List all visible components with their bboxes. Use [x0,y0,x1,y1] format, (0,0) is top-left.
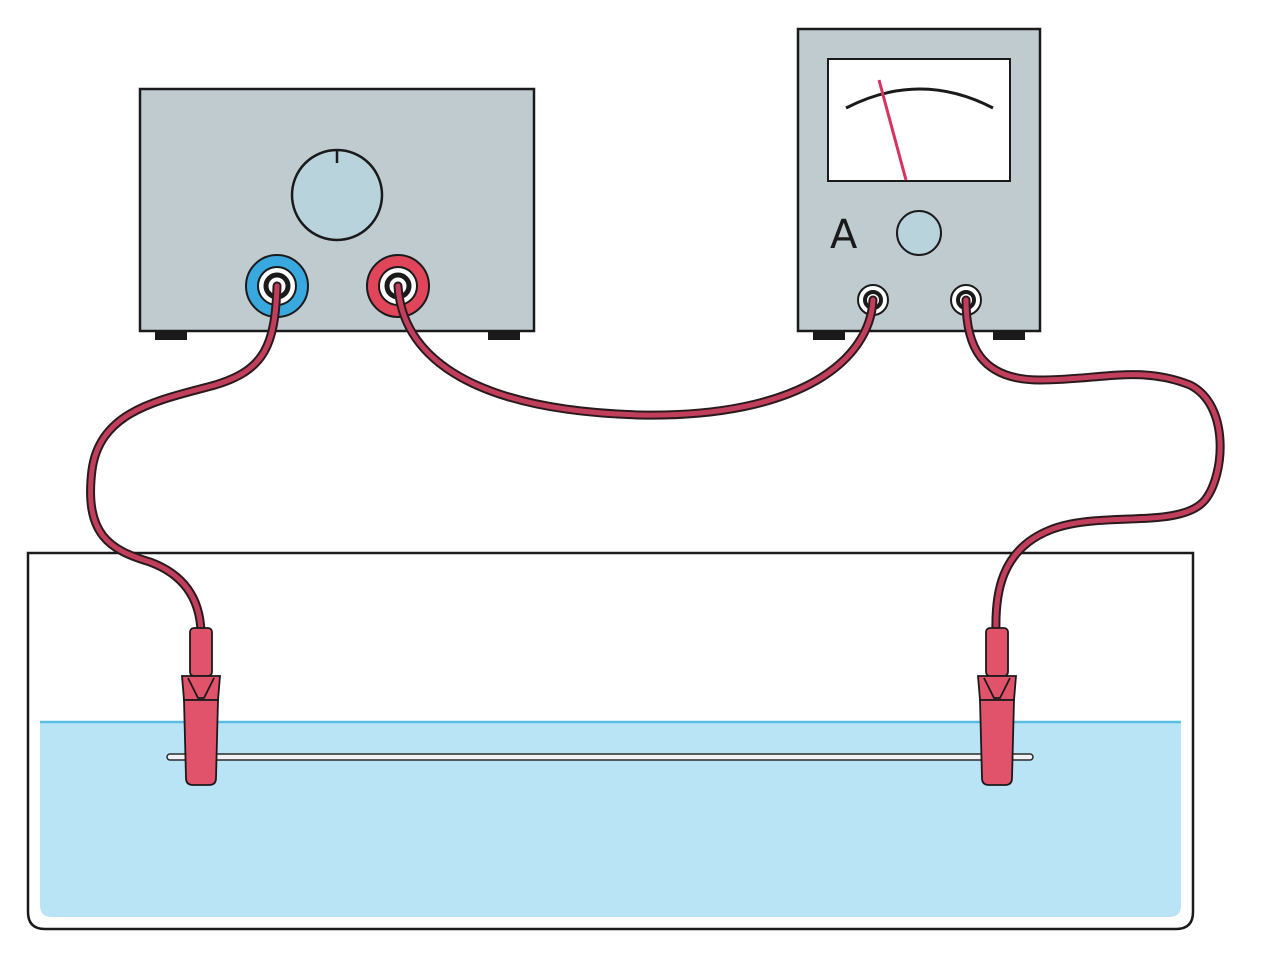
wire-ammeter-to-right-clip[interactable] [963,297,1223,635]
ammeter-display [827,58,1011,182]
alligator-clip-left[interactable] [181,627,221,786]
ammeter-zero-adjust-knob[interactable] [896,210,942,256]
power-supply-knob[interactable] [290,148,384,242]
ammeter-foot-right [993,331,1025,340]
power-supply-foot-right [488,331,520,340]
ammeter-needle [877,79,908,181]
ammeter: A [796,27,1042,340]
power-supply-foot-left [155,331,187,340]
ammeter-scale-arc [845,87,994,110]
ammeter-label: A [830,212,858,258]
ammeter-foot-left [813,331,845,340]
wire-positive-to-ammeter[interactable] [395,283,876,418]
power-supply [138,87,536,340]
wire-negative-to-left-clip[interactable] [88,283,280,635]
wires [86,281,1225,637]
electrode-rod [166,753,1034,761]
alligator-clip-right[interactable] [977,627,1017,786]
electrolyte-solution [40,722,1181,917]
